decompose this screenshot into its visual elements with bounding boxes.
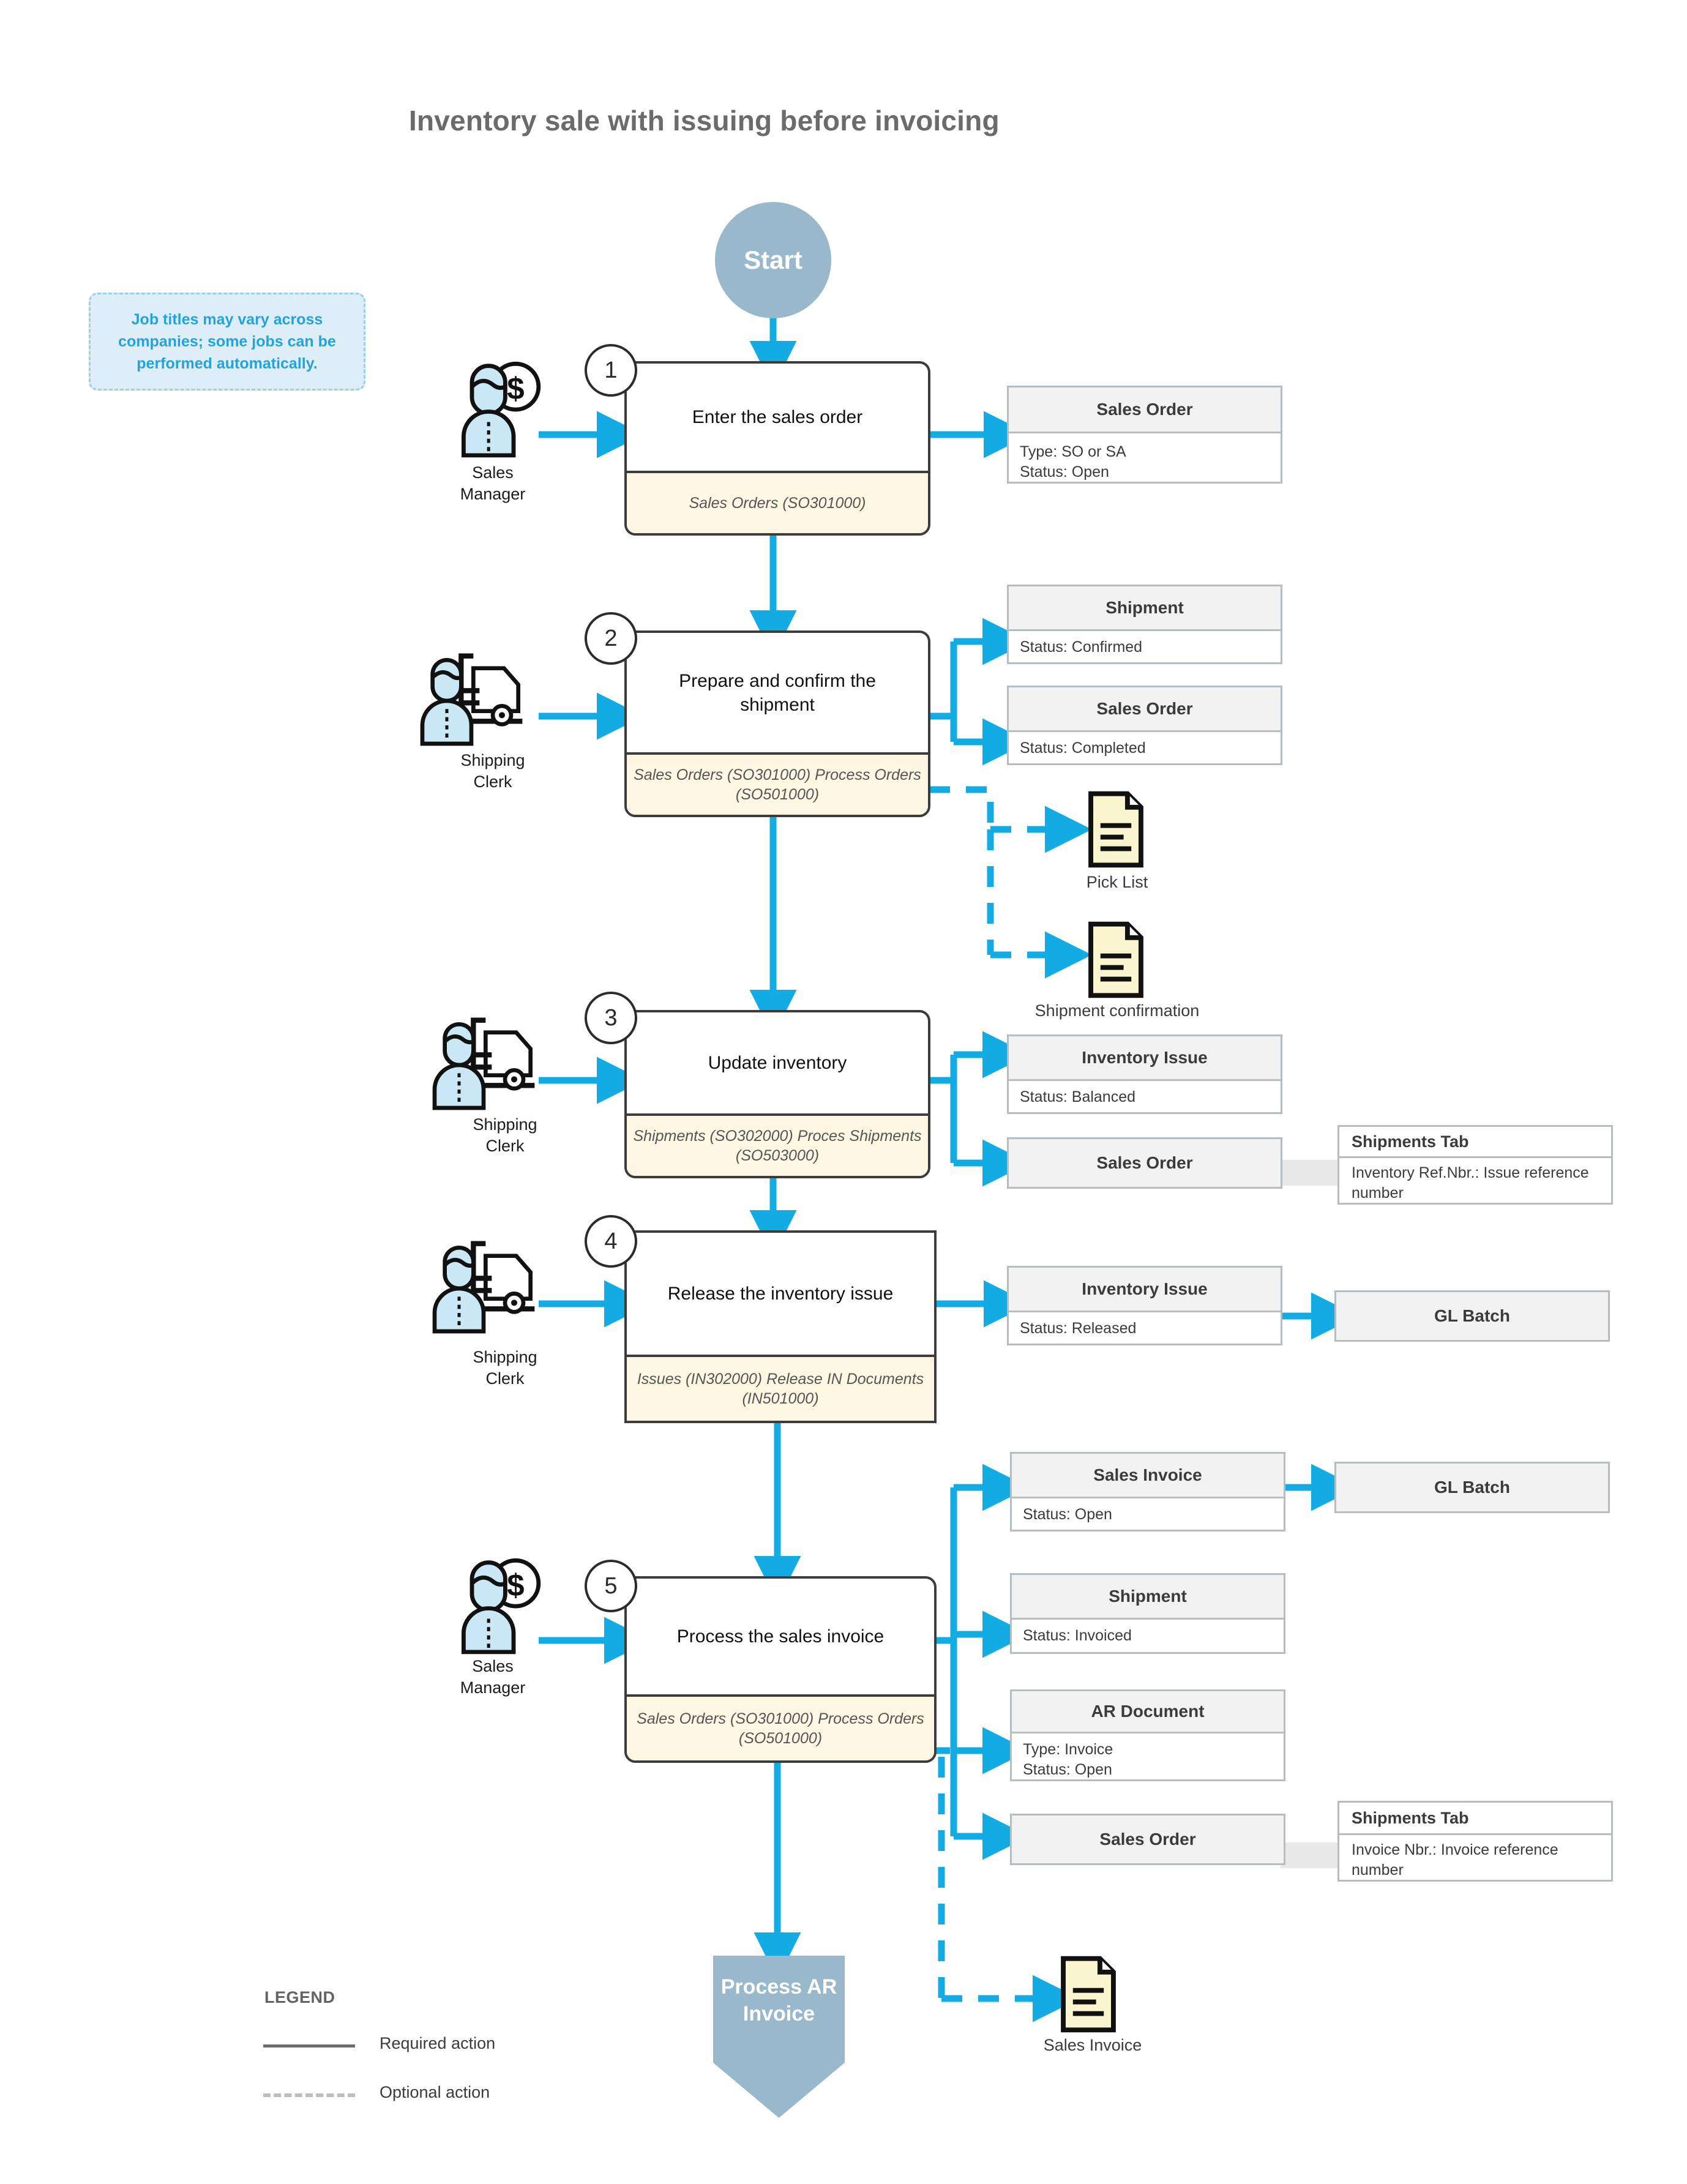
- entity-gl-batch-step4: GL Batch: [1334, 1290, 1610, 1342]
- shipping-clerk-icon: [416, 649, 539, 753]
- step-2-action: Prepare and confirm the shipment: [679, 670, 876, 715]
- pick-list-document-icon: [1087, 791, 1145, 868]
- step-1-number: 1: [585, 344, 637, 397]
- legend-required-label: Required action: [380, 2034, 496, 2052]
- shipping-clerk-icon: [428, 1236, 551, 1341]
- entity-body: Status: Confirmed: [1020, 638, 1143, 656]
- step-2-role-label: Shipping Clerk: [460, 751, 525, 791]
- sales-manager-icon: $: [441, 358, 545, 465]
- entity-ar-document-step5: AR Document Type: Invoice Status: Open: [1010, 1689, 1285, 1781]
- entity-head: Shipment: [1012, 1575, 1284, 1620]
- entity-body: Status: Balanced: [1020, 1088, 1136, 1105]
- step-1-screens: Sales Orders (SO301000): [627, 471, 928, 533]
- step-3-role-label: Shipping Clerk: [473, 1115, 537, 1156]
- entity-body: Status: Open: [1023, 1506, 1112, 1523]
- start-terminator: Start: [715, 202, 831, 318]
- sales-manager-icon: $: [441, 1555, 545, 1662]
- legend-optional-label: Optional action: [380, 2083, 490, 2101]
- sales-invoice-document-icon: [1059, 1956, 1118, 2033]
- step-2-box[interactable]: Prepare and confirm the shipment Sales O…: [624, 630, 930, 817]
- entity-shipment-step2: Shipment Status: Confirmed: [1007, 585, 1282, 664]
- entity-head: Sales Order: [1009, 687, 1281, 732]
- entity-body: Status: Released: [1020, 1320, 1137, 1337]
- step-3-number: 3: [585, 992, 637, 1044]
- step-3-action: Update inventory: [708, 1053, 847, 1073]
- pick-list-label: Pick List: [1086, 873, 1148, 891]
- callout-shipments-tab-step5: Shipments Tab Invoice Nbr.: Invoice refe…: [1337, 1801, 1613, 1882]
- entity-head: Inventory Issue: [1009, 1268, 1281, 1312]
- callout-shipments-tab-step3: Shipments Tab Inventory Ref.Nbr.: Issue …: [1337, 1125, 1613, 1205]
- entity-body: Status: Invoiced: [1023, 1627, 1132, 1644]
- step-4-screens: Issues (IN302000) Release IN Documents (…: [627, 1355, 934, 1421]
- end-terminator: Process AR Invoice: [713, 1956, 845, 2118]
- entity-inventory-issue-step4: Inventory Issue Status: Released: [1007, 1266, 1282, 1345]
- step-5-screens: Sales Orders (SO301000) Process Orders (…: [627, 1694, 934, 1760]
- callout-head: Shipments Tab: [1339, 1803, 1611, 1835]
- step-1-box[interactable]: Enter the sales order Sales Orders (SO30…: [624, 361, 930, 536]
- entity-sales-order-step5: Sales Order: [1010, 1814, 1285, 1865]
- entity-body: Type: SO or SA Status: Open: [1020, 443, 1126, 481]
- step-1-role-label: Sales Manager: [460, 463, 526, 504]
- entity-sales-order-step3: Sales Order: [1007, 1137, 1282, 1189]
- entity-sales-order-step1: Sales Order Type: SO or SA Status: Open: [1007, 386, 1282, 484]
- step-3-box[interactable]: Update inventory Shipments (SO302000) Pr…: [624, 1010, 930, 1178]
- entity-head: Sales Invoice: [1012, 1454, 1284, 1498]
- step-2-screens: Sales Orders (SO301000) Process Orders (…: [627, 752, 928, 815]
- entity-head: GL Batch: [1336, 1464, 1608, 1511]
- step-4-action: Release the inventory issue: [667, 1284, 894, 1304]
- step-4-role-label: Shipping Clerk: [473, 1348, 537, 1388]
- legend-required-swatch: [263, 2044, 355, 2048]
- entity-gl-batch-step5: GL Batch: [1334, 1462, 1610, 1513]
- step-3-screens: Shipments (SO302000) Proces Shipments (S…: [627, 1113, 928, 1176]
- shipping-clerk-icon: [428, 1013, 551, 1117]
- step-4-box[interactable]: Release the inventory issue Issues (IN30…: [624, 1230, 937, 1423]
- step-1-action: Enter the sales order: [692, 407, 863, 427]
- callout-head: Shipments Tab: [1339, 1127, 1611, 1158]
- entity-shipment-step5: Shipment Status: Invoiced: [1010, 1573, 1285, 1654]
- entity-head: Shipment: [1009, 586, 1281, 631]
- callout-body: Invoice Nbr.: Invoice reference number: [1352, 1841, 1558, 1879]
- step-2-number: 2: [585, 612, 637, 665]
- entity-sales-order-step2: Sales Order Status: Completed: [1007, 686, 1282, 765]
- svg-text:$: $: [507, 371, 524, 406]
- step-4-number: 4: [585, 1215, 637, 1268]
- shipment-confirmation-label: Shipment confirmation: [1034, 1001, 1200, 1020]
- entity-body: Status: Completed: [1020, 739, 1146, 757]
- entity-body: Type: Invoice Status: Open: [1023, 1741, 1113, 1778]
- legend-optional-swatch: [263, 2093, 355, 2097]
- step-5-box[interactable]: Process the sales invoice Sales Orders (…: [624, 1576, 937, 1763]
- shipment-confirmation-document-icon: [1087, 921, 1145, 998]
- sales-invoice-label: Sales Invoice: [1043, 2036, 1142, 2054]
- entity-head: AR Document: [1012, 1691, 1284, 1733]
- job-titles-note: Job titles may vary across companies; so…: [89, 293, 365, 391]
- legend-title: LEGEND: [264, 1988, 335, 2006]
- entity-sales-invoice-step5: Sales Invoice Status: Open: [1010, 1452, 1285, 1531]
- entity-head: Sales Order: [1012, 1816, 1284, 1863]
- step-5-role-label: Sales Manager: [460, 1657, 526, 1697]
- page-title: Inventory sale with issuing before invoi…: [409, 105, 1000, 136]
- entity-inventory-issue-step3: Inventory Issue Status: Balanced: [1007, 1034, 1282, 1114]
- entity-head: Sales Order: [1009, 387, 1281, 433]
- step-5-number: 5: [585, 1560, 637, 1612]
- callout-body: Inventory Ref.Nbr.: Issue reference numb…: [1352, 1164, 1589, 1202]
- entity-head: Sales Order: [1009, 1139, 1281, 1187]
- svg-text:$: $: [507, 1568, 524, 1602]
- step-5-action: Process the sales invoice: [676, 1626, 885, 1647]
- entity-head: GL Batch: [1336, 1292, 1608, 1340]
- entity-head: Inventory Issue: [1009, 1036, 1281, 1081]
